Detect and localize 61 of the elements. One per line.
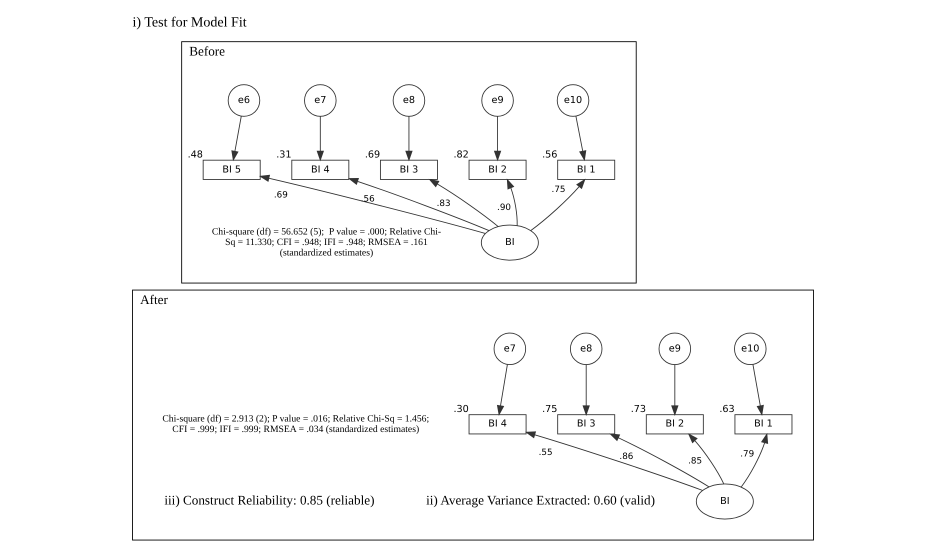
node-label: .31 (276, 149, 292, 160)
arrow (230, 116, 242, 162)
node-box: BI 5 (202, 160, 260, 180)
node-box: BI 1 (734, 414, 792, 434)
node-circle: e9 (658, 332, 691, 366)
arrow (582, 364, 590, 416)
node-box: BI 1 (556, 160, 615, 180)
arrow (428, 178, 498, 227)
arrow (740, 432, 768, 488)
node-circle: e7 (304, 84, 336, 117)
edge-label: .85 (688, 456, 702, 467)
arrow (258, 174, 486, 234)
node-circle: e9 (480, 84, 514, 117)
node-circle: e6 (227, 84, 260, 117)
arrow (574, 116, 586, 162)
node-label: .75 (542, 404, 557, 415)
arrow (608, 433, 709, 488)
edge-label: .90 (496, 202, 511, 213)
arrow (752, 364, 764, 416)
node-box: BI 2 (645, 414, 704, 434)
edge-label: .83 (436, 199, 450, 210)
arrow (687, 433, 724, 484)
label: iii) Construct Reliability: 0.85 (reliable) (164, 492, 374, 508)
node-circle: e7 (493, 332, 526, 366)
arrow (347, 178, 489, 232)
arrow (404, 116, 412, 162)
node-box: BI 3 (379, 160, 438, 180)
node-circle: e8 (569, 332, 602, 366)
edge-label: .86 (618, 452, 633, 462)
label: Chi-square (df) = 56.652 (5); P value = .000; Relative Chi-Sq = 11.330; CFI = .948; IFI = .948; RMSEA = .161 (standardized estimates) (211, 226, 441, 259)
node-box: BI 2 (468, 160, 526, 180)
node-ellipse: BI (695, 484, 754, 520)
edge-label: .69 (273, 190, 288, 201)
node-ellipse: BI (480, 224, 538, 261)
arrow (506, 178, 518, 226)
arrow (496, 364, 508, 416)
arrow (670, 364, 678, 416)
node-circle: e10 (556, 84, 589, 117)
edge-label: .79 (740, 449, 754, 460)
node-label: .30 (452, 404, 468, 415)
edge-label: .56 (360, 194, 374, 205)
diagram-title: i) Test for Model Fit (132, 14, 246, 31)
node-label: .63 (718, 404, 734, 415)
node-label: .73 (630, 404, 646, 415)
node-label: .56 (542, 149, 557, 160)
edge-label: .75 (551, 185, 566, 196)
edge-label: .55 (538, 448, 552, 458)
label: Chi-square (df) = 2.913 (2); P value = .016; Relative Chi-Sq = 1.456; CFI = .999; IFI = .999; RMSEA = .034 (standardized estimates) (162, 413, 429, 436)
arrow (316, 116, 324, 162)
node-circle: e10 (734, 332, 766, 366)
node-label: .48 (187, 149, 202, 160)
arrow (493, 116, 501, 162)
label: ii) Average Variance Extracted: 0.60 (valid) (426, 492, 655, 508)
node-box: BI 3 (556, 414, 615, 434)
arrow (524, 431, 702, 491)
node-box: BI 4 (468, 414, 526, 434)
node-circle: e8 (392, 84, 425, 117)
node-label: .82 (452, 149, 468, 160)
arrow (530, 178, 586, 231)
node-box: BI 4 (290, 160, 349, 180)
node-label: .69 (364, 149, 380, 160)
